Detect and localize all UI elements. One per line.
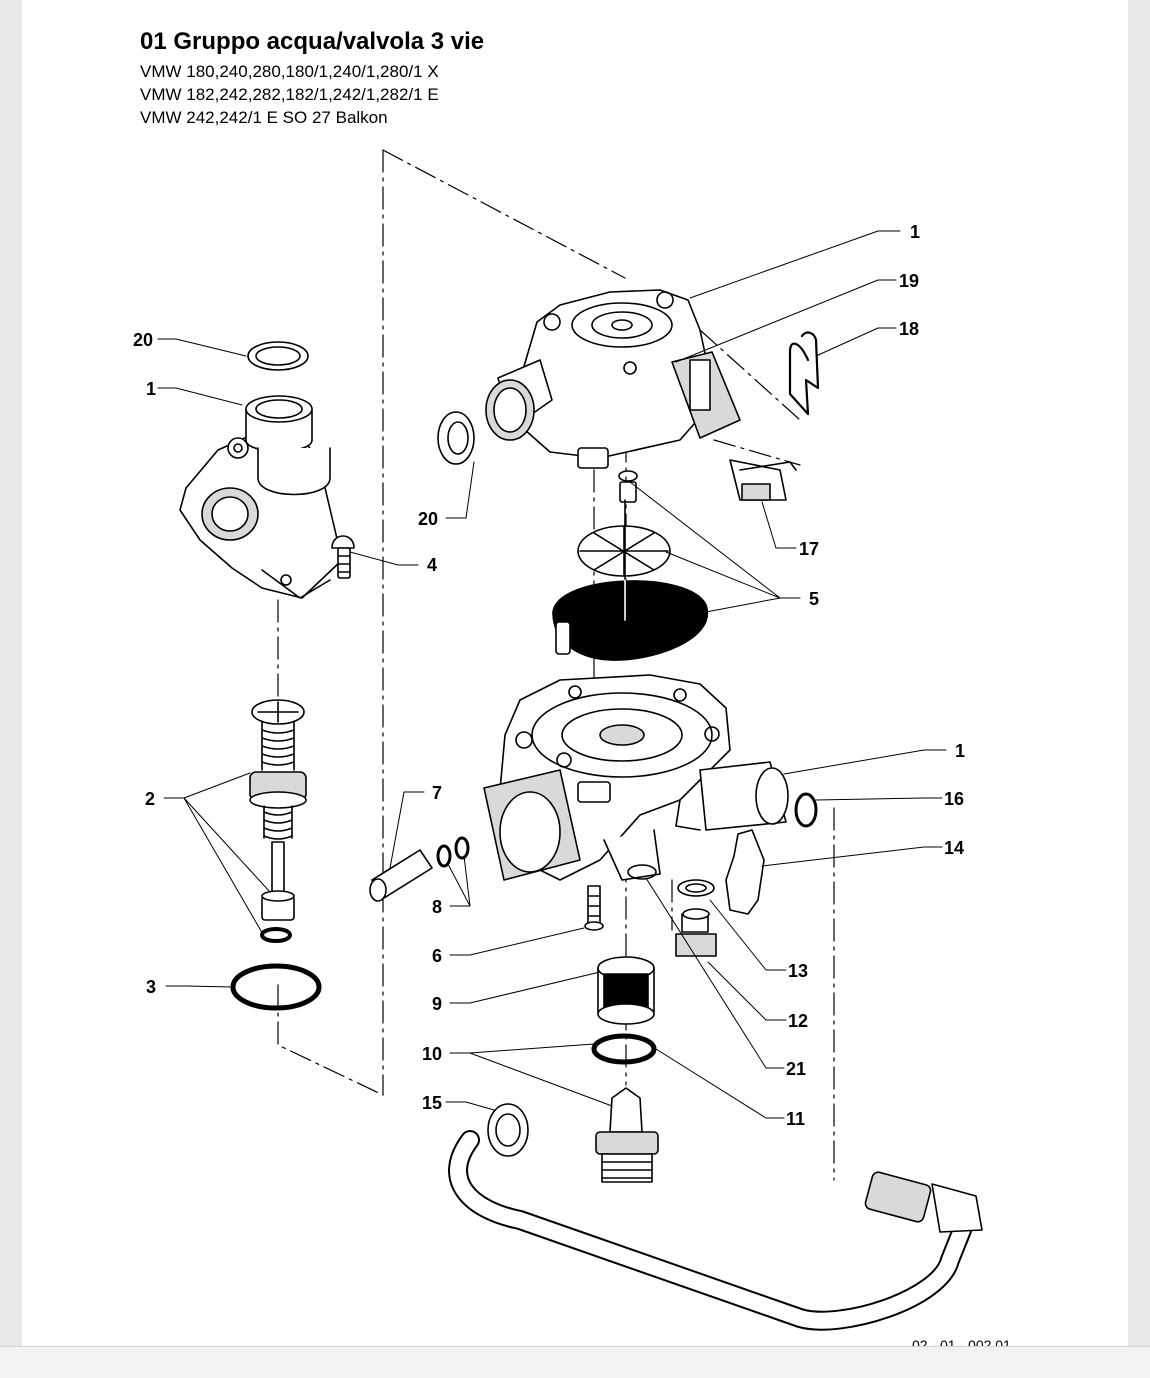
callout-3: 3	[146, 977, 156, 997]
drawing-code: 02 - 01 - 002 01	[912, 1337, 1011, 1346]
lever-14	[725, 829, 765, 915]
callout-18: 18	[899, 319, 919, 339]
top-washer	[437, 411, 475, 465]
callout-1-top: 1	[910, 222, 920, 242]
callout-8: 8	[432, 897, 442, 917]
viewer-bottom-strip	[0, 1346, 1150, 1378]
screw-6	[584, 885, 604, 931]
callout-10: 10	[422, 1044, 442, 1064]
diaphragm-assembly	[552, 470, 709, 661]
oring-16	[794, 792, 818, 828]
retaining-clip	[788, 331, 820, 416]
model-line-3: VMW 242,242/1 E SO 27 Balkon	[140, 108, 388, 127]
nozzle-10	[595, 1087, 659, 1183]
model-line-1: VMW 180,240,280,180/1,240/1,280/1 X	[140, 62, 439, 81]
callout-20-top: 20	[418, 509, 438, 529]
callout-2: 2	[145, 789, 155, 809]
callout-21: 21	[786, 1059, 806, 1079]
pin-and-circlips	[369, 836, 470, 902]
callout-5: 5	[809, 589, 819, 609]
oring-11	[591, 1033, 657, 1065]
callout-20-left: 20	[133, 330, 153, 350]
microswitch	[729, 459, 797, 501]
left-valve-housing	[179, 395, 343, 599]
left-oring	[247, 341, 309, 371]
callout-12: 12	[788, 1011, 808, 1031]
callout-7: 7	[432, 783, 442, 803]
exploded-parts-diagram: 1 19 18 20 1 4 17 20 5 1 2 7 16 14 8 6 1…	[133, 149, 1011, 1346]
callout-19: 19	[899, 271, 919, 291]
callout-4: 4	[427, 555, 437, 575]
callout-labels: 1 19 18 20 1 4 17 20 5 1 2 7 16 14 8 6 1…	[133, 222, 1011, 1346]
filter-9	[597, 956, 655, 1025]
callout-17: 17	[799, 539, 819, 559]
main-valve-body	[483, 674, 789, 881]
plug-and-washer	[675, 879, 717, 957]
callout-9: 9	[432, 994, 442, 1014]
pipe-15	[448, 1103, 983, 1331]
callout-14: 14	[944, 838, 964, 858]
screw-part	[331, 535, 355, 579]
top-valve-cover	[485, 289, 741, 469]
document-page: 01 Gruppo acqua/valvola 3 vie VMW 180,24…	[22, 0, 1128, 1346]
callout-11: 11	[786, 1109, 805, 1129]
large-oring	[230, 963, 322, 1011]
callout-6: 6	[432, 946, 442, 966]
callout-16: 16	[944, 789, 964, 809]
leader-lines	[157, 230, 947, 1119]
callout-1-left: 1	[146, 379, 156, 399]
callout-13: 13	[788, 961, 808, 981]
callout-15: 15	[422, 1093, 442, 1113]
page-title: 01 Gruppo acqua/valvola 3 vie	[140, 28, 485, 55]
assembly-axis-lines	[277, 149, 835, 1181]
valve-spindle	[249, 699, 307, 943]
model-line-2: VMW 182,242,282,182/1,242/1,282/1 E	[140, 85, 439, 104]
callout-1-mid: 1	[955, 741, 965, 761]
